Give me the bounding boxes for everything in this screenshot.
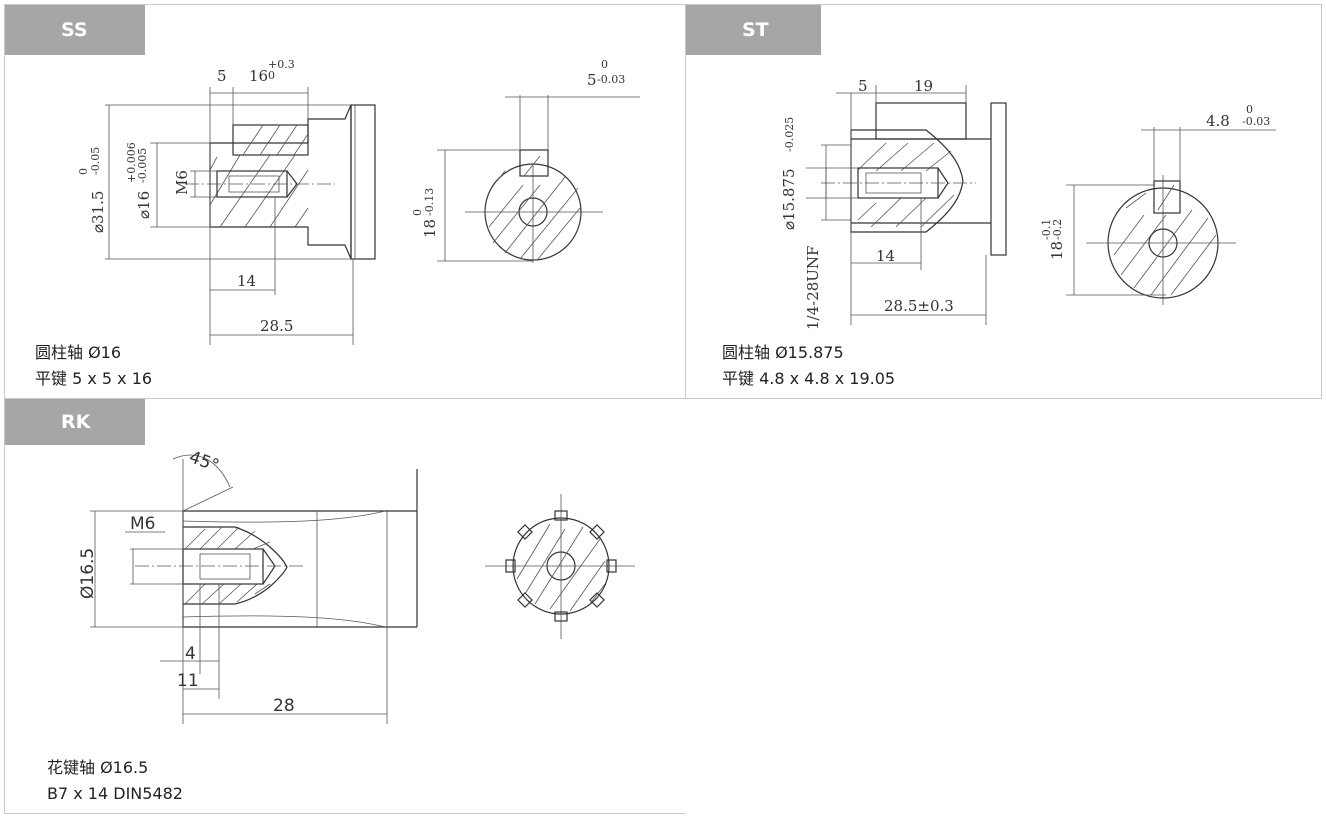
caption-st: 圆柱轴 Ø15.875 平键 4.8 x 4.8 x 19.05 — [722, 340, 895, 392]
rk-side-view — [90, 454, 418, 724]
panel-tab-st: ST — [686, 5, 821, 55]
ss-dim-outer-dia: ⌀31.5 — [89, 191, 107, 233]
st-dim-thread: 1/4-28UNF — [804, 246, 822, 330]
ss-dim-shaft-dia-tol-lo: -0.005 — [136, 148, 149, 183]
caption-rk: 花键轴 Ø16.5 B7 x 14 DIN5482 — [47, 755, 183, 807]
drawing-st: 5 19 14 28.5±0.3 ⌀15.875 -0.025 1/4-28UN… — [780, 77, 1276, 330]
ss-dim-key-side-tol-lo: -0.03 — [597, 73, 625, 86]
ss-key-hatch — [232, 124, 309, 156]
ss-dim-key-height-tol-up: 0 — [411, 209, 424, 216]
caption-st-line1: 圆柱轴 Ø15.875 — [722, 343, 844, 362]
ss-dim-length: 28.5 — [260, 317, 293, 335]
ss-dim-outer-dia-tol-up: 0 — [77, 168, 90, 175]
ss-dim-key-len-tol-up: +0.3 — [268, 58, 295, 71]
panel-tab-rk: RK — [5, 399, 145, 445]
ss-dim-thread: M6 — [173, 170, 191, 195]
ss-dim-key-side: 5 — [587, 71, 597, 89]
ss-front-view — [437, 95, 640, 263]
caption-ss-line1: 圆柱轴 Ø16 — [35, 343, 122, 362]
rk-dim-11: 11 — [177, 671, 199, 691]
st-front-view — [1066, 127, 1276, 305]
ss-dim-outer-dia-tol-lo: -0.05 — [89, 147, 102, 175]
rk-dim-dia: Ø16.5 — [78, 548, 98, 599]
ss-dim-key-len: 16 — [249, 67, 268, 85]
ss-dim-key-height: 18 — [421, 219, 439, 238]
ss-dim-thread-depth: 14 — [237, 272, 256, 290]
rk-dim-thread: M6 — [130, 514, 155, 534]
ss-side-view — [105, 87, 376, 345]
st-dim-length: 28.5±0.3 — [884, 297, 954, 315]
st-dim-key-side-tol-up: 0 — [1246, 103, 1253, 116]
rk-front-view — [485, 494, 635, 639]
rk-dim-4: 4 — [185, 644, 196, 664]
rk-spline-teeth — [505, 510, 617, 622]
ss-body-hatch — [209, 154, 309, 228]
caption-rk-line2: B7 x 14 DIN5482 — [47, 784, 183, 803]
ss-dim-key-w: 5 — [217, 67, 227, 85]
st-dim-key-w: 5 — [858, 77, 868, 95]
st-dim-thread-depth: 14 — [876, 247, 895, 265]
st-side-view — [806, 85, 1007, 325]
st-dim-key-side-tol-lo: -0.03 — [1242, 115, 1270, 128]
ss-dim-key-side-tol-up: 0 — [601, 58, 608, 71]
st-dim-key-len: 19 — [914, 77, 933, 95]
caption-ss-line2: 平键 5 x 5 x 16 — [35, 369, 153, 388]
st-dim-shaft-dia: ⌀15.875 — [780, 168, 798, 230]
st-dim-key-side: 4.8 — [1206, 112, 1230, 130]
rk-dim-angle: 45° — [186, 447, 221, 476]
ss-dim-key-height-tol-lo: -0.13 — [423, 188, 436, 216]
drawing-rk: 45° M6 Ø16.5 4 11 28 — [78, 447, 635, 724]
st-dim-key-height-tol-lo: -0.2 — [1051, 219, 1064, 240]
panel-tab-ss: SS — [5, 5, 145, 55]
panel-empty — [685, 398, 1322, 814]
panel-rk: RK — [4, 398, 686, 814]
rk-dim-length: 28 — [273, 696, 295, 716]
panel-st: ST — [685, 4, 1322, 399]
ss-dim-key-len-tol-lo: 0 — [268, 69, 275, 82]
st-dim-shaft-dia-tol: -0.025 — [783, 117, 796, 152]
st-dim-key-height: 18 — [1048, 241, 1066, 260]
caption-rk-line1: 花键轴 Ø16.5 — [47, 758, 149, 777]
ss-dim-shaft-dia-tol-up: +0.006 — [125, 142, 138, 183]
caption-ss: 圆柱轴 Ø16 平键 5 x 5 x 16 — [35, 340, 152, 392]
ss-dim-shaft-dia: ⌀16 — [135, 191, 153, 219]
panel-ss: SS — [4, 4, 686, 399]
st-dim-key-height-tol-up: -0.1 — [1040, 219, 1053, 240]
caption-st-line2: 平键 4.8 x 4.8 x 19.05 — [722, 369, 896, 388]
drawing-ss: 5 16 +0.3 0 14 28.5 ⌀31.5 0 -0.05 ⌀16 +0… — [77, 58, 640, 345]
